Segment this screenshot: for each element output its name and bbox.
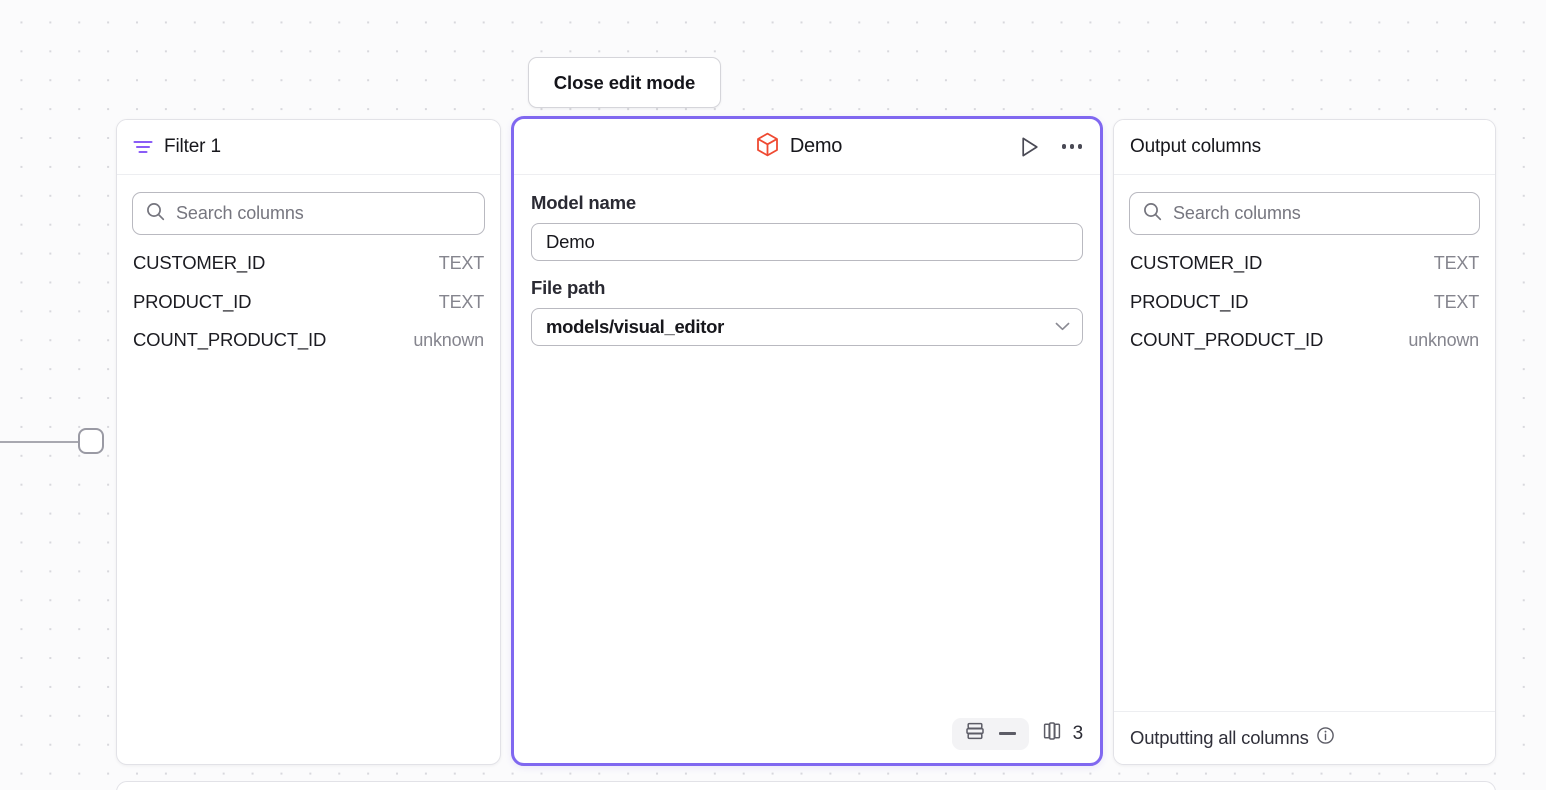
model-name-field[interactable] (531, 223, 1083, 261)
model-panel-footer: 3 (514, 710, 1100, 763)
column-type: TEXT (438, 291, 484, 312)
rows-icon (965, 721, 985, 746)
search-icon (146, 202, 165, 226)
filter-column-list: CUSTOMER_ID TEXT PRODUCT_ID TEXT COUNT_P… (117, 235, 500, 764)
column-type: TEXT (1433, 291, 1479, 312)
column-type: TEXT (1433, 253, 1479, 273)
model-header-actions (1017, 119, 1087, 174)
edge-connector-line (0, 441, 82, 443)
cube-icon (756, 132, 779, 162)
list-item[interactable]: CUSTOMER_ID TEXT (1130, 252, 1479, 291)
rows-preview-control[interactable] (951, 717, 1029, 750)
info-icon[interactable] (1316, 726, 1335, 750)
run-icon[interactable] (1017, 134, 1042, 160)
file-path-label: File path (531, 277, 606, 298)
filter-panel-header: Filter 1 (117, 120, 500, 175)
list-item[interactable]: PRODUCT_ID TEXT (1130, 291, 1479, 330)
model-panel-header: Demo (514, 119, 1100, 175)
filter-panel-title: Filter 1 (164, 136, 221, 157)
output-panel-header: Output columns (1114, 120, 1495, 175)
model-title-group: Demo (514, 132, 1084, 162)
output-column-list: CUSTOMER_ID TEXT PRODUCT_ID TEXT COUNT_P… (1114, 235, 1495, 711)
model-panel-body: Model name File path models/visual_edito… (514, 175, 1100, 710)
output-panel-footer: Outputting all columns (1114, 711, 1495, 764)
list-item[interactable]: COUNT_PRODUCT_ID unknown (133, 329, 484, 368)
output-search-wrap: Search columns (1114, 175, 1495, 235)
model-name-label: Model name (531, 192, 636, 213)
columns-count-control[interactable]: 3 (1042, 721, 1083, 746)
output-search-input[interactable]: Search columns (1129, 192, 1480, 235)
filter-node-panel[interactable]: Filter 1 Search columns CUSTOMER_ID TEXT… (116, 119, 501, 765)
list-item[interactable]: COUNT_PRODUCT_ID unknown (1130, 329, 1479, 368)
outputting-all-columns-label: Outputting all columns (1130, 727, 1309, 748)
column-name: CUSTOMER_ID (133, 252, 266, 273)
column-type: TEXT (438, 253, 484, 273)
search-icon (1143, 202, 1162, 226)
file-path-select[interactable]: models/visual_editor (531, 308, 1083, 346)
more-options-icon[interactable] (1058, 136, 1087, 157)
column-name: COUNT_PRODUCT_ID (133, 329, 327, 350)
columns-icon (1042, 721, 1062, 746)
column-name: PRODUCT_ID (1130, 290, 1249, 312)
column-name: CUSTOMER_ID (1130, 252, 1263, 273)
column-name: COUNT_PRODUCT_ID (1130, 329, 1324, 350)
list-item[interactable]: PRODUCT_ID TEXT (133, 291, 484, 330)
file-path-value: models/visual_editor (546, 316, 725, 337)
filter-search-wrap: Search columns (117, 175, 500, 235)
chevron-down-icon (1055, 318, 1070, 336)
filter-search-placeholder: Search columns (176, 203, 304, 223)
rows-count-dash (998, 732, 1016, 735)
model-panel-title: Demo (789, 135, 843, 157)
column-type: unknown (1408, 330, 1479, 350)
filter-search-input[interactable]: Search columns (132, 192, 485, 235)
output-panel-title: Output columns (1130, 136, 1261, 157)
columns-count-value: 3 (1072, 722, 1084, 744)
column-type: unknown (413, 330, 484, 350)
close-edit-mode-button[interactable]: Close edit mode (528, 57, 721, 108)
more-dots (1060, 138, 1085, 155)
output-search-placeholder: Search columns (1173, 203, 1301, 223)
output-columns-panel[interactable]: Output columns Search columns CUSTOMER_I… (1113, 119, 1496, 765)
edge-connector-handle[interactable] (78, 428, 104, 454)
filter-icon (133, 139, 153, 155)
model-node-panel[interactable]: Demo Model name File path models/visual_… (511, 116, 1103, 766)
list-item[interactable]: CUSTOMER_ID TEXT (133, 252, 484, 291)
column-name: PRODUCT_ID (133, 290, 252, 312)
bottom-node-panel[interactable] (116, 781, 1496, 790)
